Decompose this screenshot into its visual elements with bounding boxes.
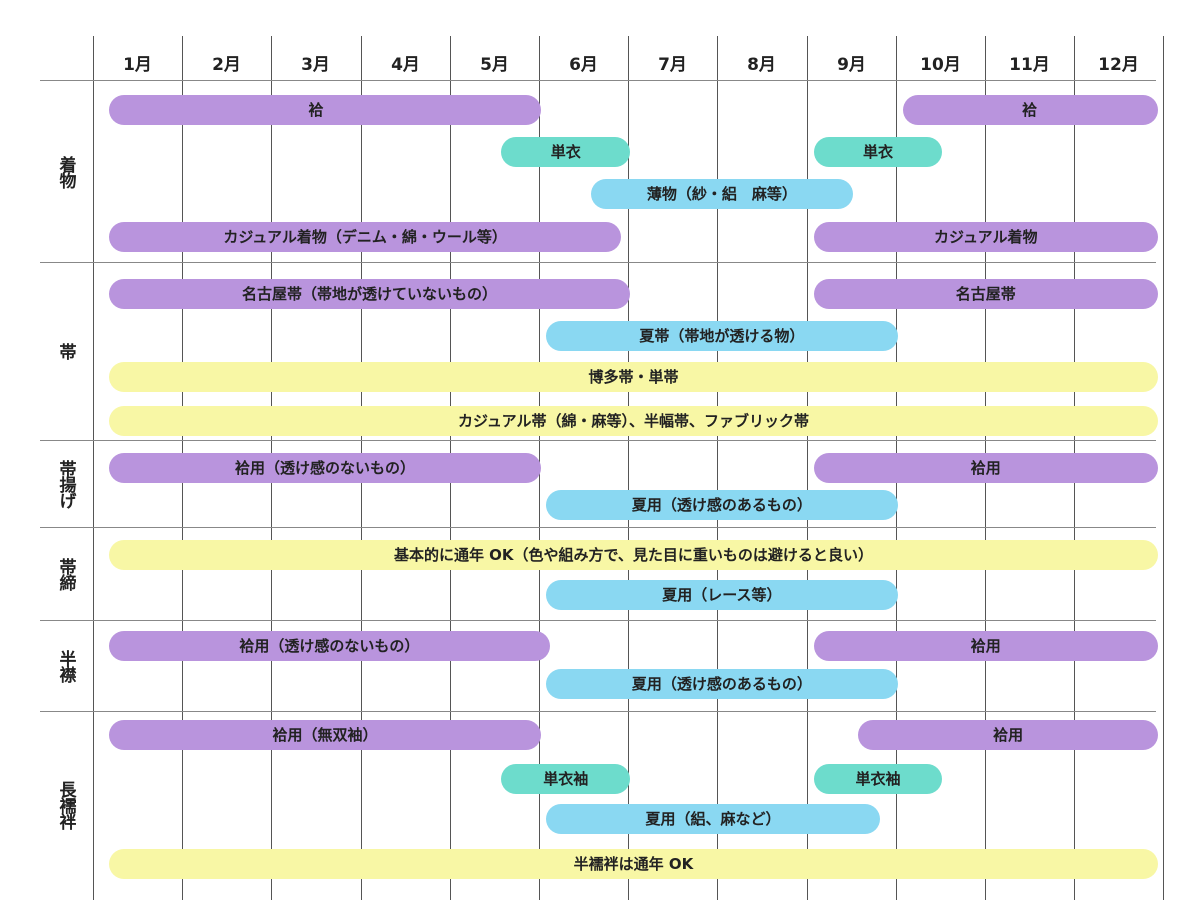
group-label: 帯揚げ: [40, 440, 92, 527]
bar-label: 博多帯・単帯: [588, 368, 679, 386]
season-bar: [108, 453, 541, 483]
month-label: 1月: [123, 55, 152, 75]
bar-label: 夏帯（帯地が透ける物）: [639, 327, 805, 345]
bar-label: カジュアル着物（デニム・綿・ウール等）: [223, 228, 507, 246]
season-bar: [902, 95, 1158, 125]
bar-label: 薄物（紗・絽 麻等）: [646, 185, 797, 203]
row-separator: [40, 620, 1156, 621]
season-bar: [501, 137, 631, 167]
season-bar: [813, 279, 1158, 309]
month-label: 2月: [212, 55, 241, 75]
season-bar: [108, 849, 1158, 879]
row-separator: [40, 711, 1156, 712]
row-separator: [40, 440, 1156, 441]
season-bar: [501, 764, 631, 794]
month-label: 11月: [1009, 55, 1050, 75]
month-label: 5月: [480, 55, 509, 75]
season-bar: [108, 631, 550, 661]
bar-label: 夏用（透け感のあるもの）: [631, 496, 812, 514]
group-label: 帯: [40, 262, 92, 440]
group-label-text: 帯: [55, 343, 76, 359]
season-bar: [108, 279, 631, 309]
month-gridline: [628, 36, 629, 900]
season-bar: [546, 804, 880, 834]
bar-label: 袷用（透け感のないもの）: [239, 637, 420, 655]
group-label: 長襦袢: [40, 711, 92, 898]
bar-label: 単衣袖: [543, 770, 589, 788]
season-bar: [108, 720, 541, 750]
bar-label: 袷用（透け感のないもの）: [234, 459, 415, 477]
group-label-text: 長襦袢: [55, 780, 76, 829]
bar-label: 夏用（透け感のあるもの）: [631, 675, 812, 693]
bar-label: 半襦袢は通年 OK: [573, 855, 694, 873]
season-bar: [813, 764, 943, 794]
season-bar: [108, 95, 541, 125]
row-separator: [40, 262, 1156, 263]
month-gridline: [93, 36, 94, 900]
bar-label: 袷: [1022, 101, 1038, 119]
group-label-text: 帯揚げ: [55, 459, 76, 508]
group-label-text: 帯締: [55, 557, 76, 590]
bar-label: カジュアル帯（綿・麻等）、半幅帯、ファブリック帯: [457, 412, 809, 430]
bar-label: 袷用: [970, 459, 1001, 477]
month-label: 3月: [301, 55, 330, 75]
season-bar: [546, 321, 898, 351]
season-bar: [590, 179, 854, 209]
month-gridline: [717, 36, 718, 900]
bar-label: 袷用: [993, 726, 1024, 744]
bar-label: 名古屋帯: [955, 285, 1016, 303]
bar-label: 名古屋帯（帯地が透けていないもの）: [242, 285, 498, 303]
month-label: 8月: [747, 55, 776, 75]
bar-label: 単衣: [862, 143, 893, 161]
bar-label: 袷用（無双袖）: [272, 726, 378, 744]
month-label: 7月: [658, 55, 687, 75]
month-label: 12月: [1098, 55, 1139, 75]
season-bar: [546, 490, 898, 520]
row-separator: [40, 527, 1156, 528]
season-bar: [813, 453, 1158, 483]
month-label: 6月: [569, 55, 598, 75]
season-bar: [546, 580, 898, 610]
season-bar: [813, 222, 1158, 252]
season-bar: [108, 362, 1158, 392]
month-gridline: [1163, 36, 1164, 900]
month-label: 10月: [920, 55, 961, 75]
group-label: 着物: [40, 82, 92, 262]
bar-label: 単衣袖: [855, 770, 901, 788]
bar-label: 袷用: [970, 637, 1001, 655]
bar-label: 基本的に通年 OK（色や組み方で、見た目に重いものは避けると良い）: [393, 546, 873, 564]
month-label: 9月: [837, 55, 866, 75]
season-bar: [813, 137, 943, 167]
group-label: 半襟: [40, 620, 92, 711]
month-label: 4月: [391, 55, 420, 75]
bar-label: 夏用（絽、麻など）: [645, 810, 781, 828]
row-separator: [40, 80, 1156, 81]
season-bar: [546, 669, 898, 699]
bar-label: 袷: [308, 101, 324, 119]
season-bar: [108, 540, 1158, 570]
group-label-text: 着物: [55, 156, 76, 188]
bar-label: 単衣: [550, 143, 581, 161]
season-bar: [108, 222, 622, 252]
season-bar: [108, 406, 1158, 436]
month-gridline: [807, 36, 808, 900]
season-bar: [813, 631, 1158, 661]
group-label: 帯締: [40, 527, 92, 620]
season-bar: [858, 720, 1158, 750]
bar-label: カジュアル着物: [934, 228, 1038, 246]
bar-label: 夏用（レース等）: [662, 586, 782, 604]
group-label-text: 半襟: [55, 649, 76, 682]
